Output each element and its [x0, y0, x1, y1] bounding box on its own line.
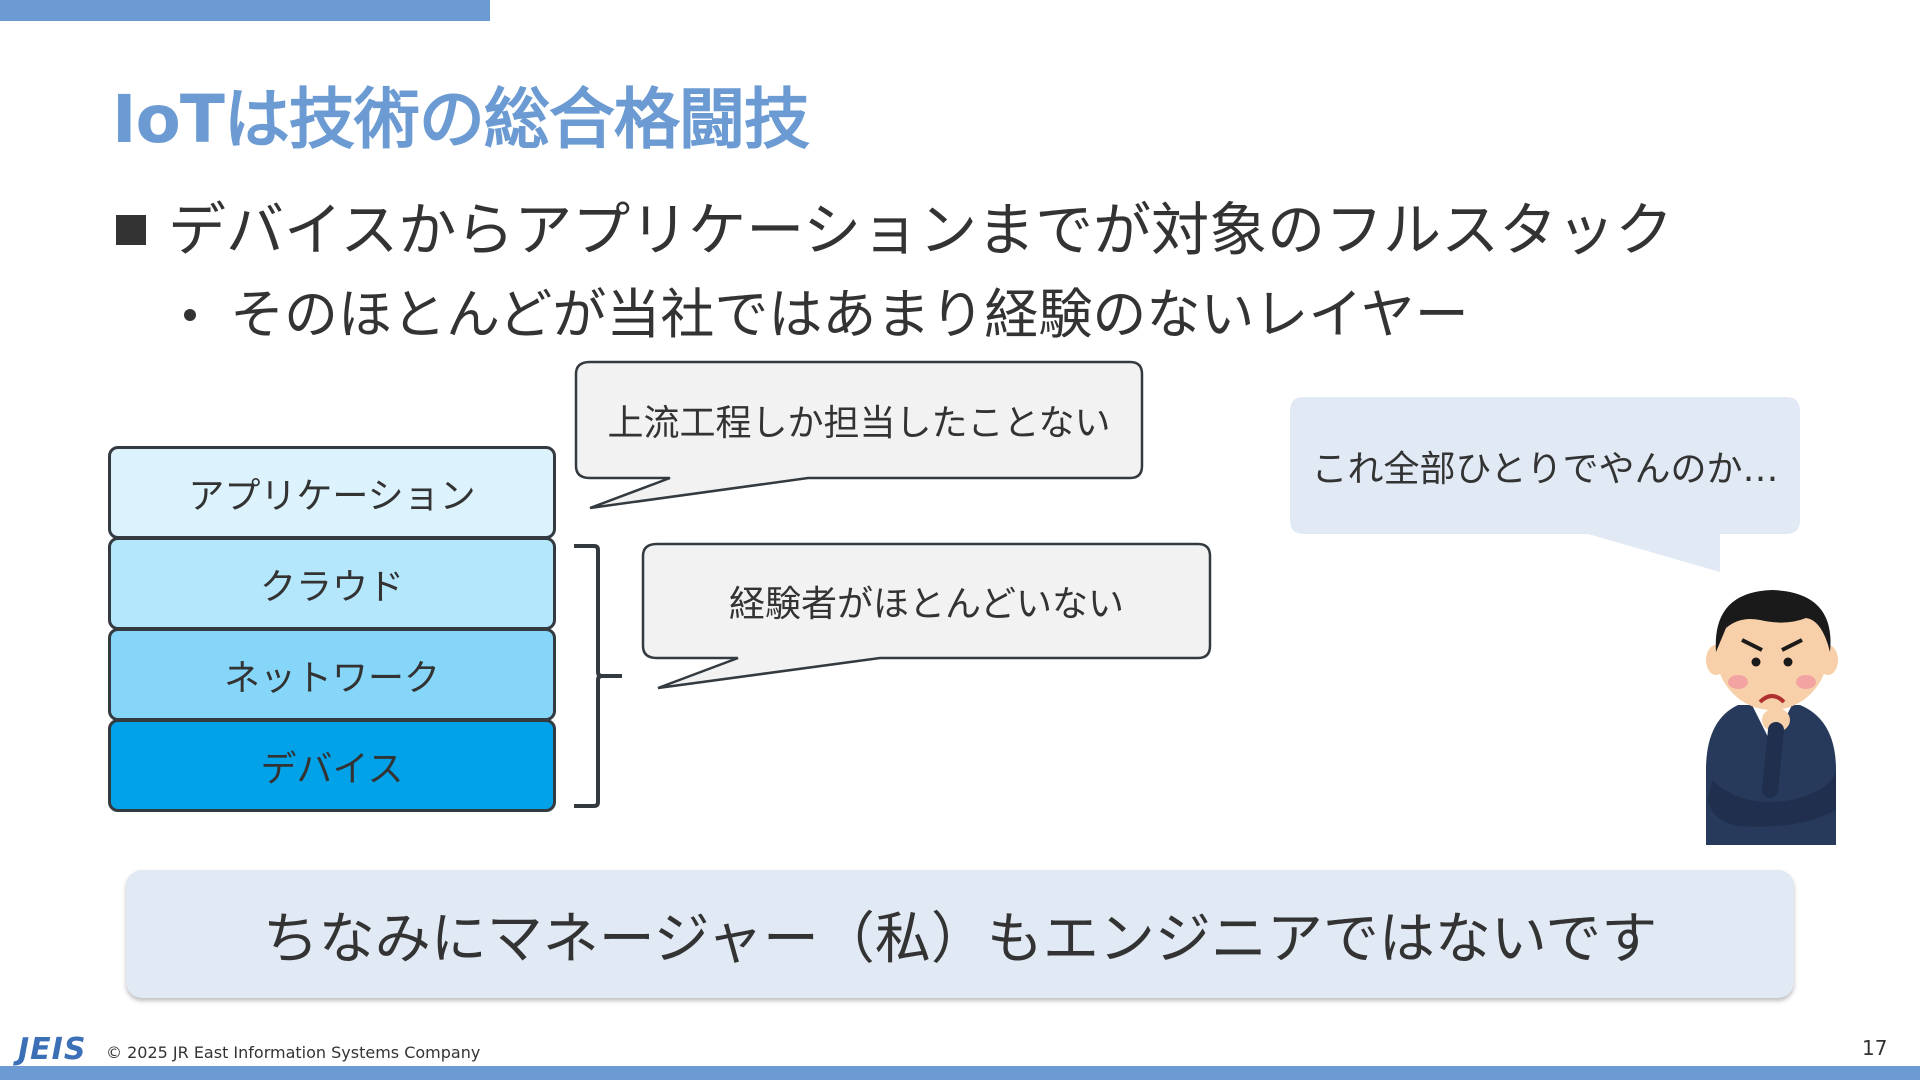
bubble-upstream-text: 上流工程しか担当したことない: [607, 403, 1111, 444]
bottom-accent-bar: [0, 1066, 1920, 1080]
bubble-upstream-shape: [574, 360, 1144, 510]
slide-title: IoTは技術の総合格闘技: [112, 81, 810, 158]
stack-layer-network: ネットワーク: [108, 628, 556, 721]
stack-layer-label: デバイス: [260, 748, 404, 790]
stack-layer-application: アプリケーション: [108, 446, 556, 539]
top-accent-bar: [0, 0, 490, 21]
stack-layer-label: ネットワーク: [223, 657, 440, 699]
company-logo: JEIS: [18, 1032, 87, 1067]
bullet-main: デバイスからアプリケーションまでが対象のフルスタック: [116, 194, 1673, 266]
page-number: 17: [1862, 1036, 1888, 1060]
stack-layer-label: クラウド: [259, 566, 404, 608]
bracket-shape: [574, 544, 622, 808]
stack-layer-label: アプリケーション: [188, 475, 476, 517]
stack-layer-cloud: クラウド: [108, 537, 556, 630]
copyright-text: © 2025 JR East Information Systems Compa…: [106, 1043, 481, 1062]
bullet-sub: そのほとんどが当社ではあまり経験のないレイヤー: [184, 282, 1469, 348]
bubble-experienced-shape: [641, 542, 1212, 690]
bottom-note: ちなみにマネージャー（私）もエンジニアではないです: [126, 870, 1794, 998]
stack-layer-device: デバイス: [108, 719, 556, 812]
square-bullet-icon: [116, 215, 146, 245]
bottom-note-text: ちなみにマネージャー（私）もエンジニアではないです: [262, 906, 1658, 972]
bubble-person-text: これ全部ひとりでやんのか…: [1311, 448, 1779, 490]
technology-stack: アプリケーション クラウド ネットワーク デバイス: [108, 446, 556, 812]
bullet-sub-text: そのほとんどが当社ではあまり経験のないレイヤー: [230, 283, 1469, 346]
businessman-icon: [1706, 590, 1838, 845]
bubble-person-shape: [1290, 397, 1800, 572]
bullet-main-text: デバイスからアプリケーションまでが対象のフルスタック: [168, 196, 1674, 264]
dot-bullet-icon: [184, 309, 196, 321]
bubble-experienced-text: 経験者がほとんどいない: [729, 584, 1124, 625]
